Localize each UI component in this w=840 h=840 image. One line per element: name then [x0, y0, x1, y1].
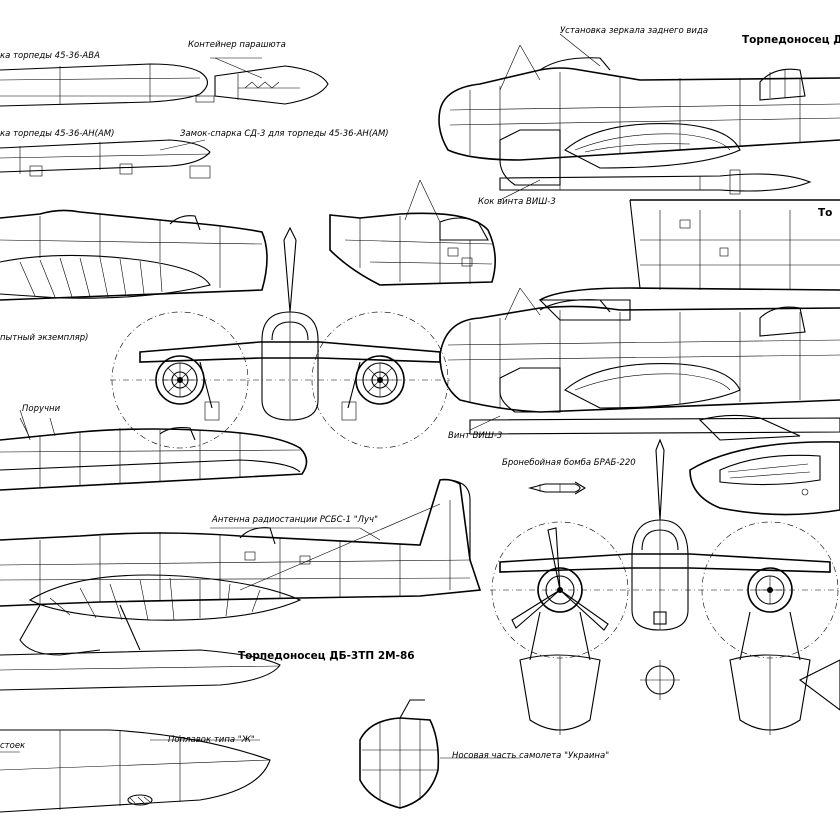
label-handrails: Поручни: [22, 404, 61, 414]
bomb-drawing: [527, 481, 587, 495]
title-mid-right: То: [818, 207, 833, 219]
side-view-second-left: [0, 209, 268, 301]
label-float: Поплавок типа "Ж": [168, 735, 255, 745]
nose-section-center: [329, 179, 496, 286]
side-view-second-right: [538, 199, 840, 321]
title-top-right: Торпедоносец ДБ-: [742, 34, 840, 46]
nose-ukraina-drawing: [359, 699, 440, 809]
label-struts: стоек: [0, 741, 26, 751]
label-nose: Носовая часть самолета "Украина": [452, 751, 610, 761]
label-antenna: Антенна радиостанции РСБС-1 "Луч": [212, 515, 378, 525]
leader-lines: [0, 33, 601, 759]
main-side-view: [0, 478, 482, 691]
torpedo-an-drawing: [0, 139, 211, 179]
label-bomb: Бронебойная бомба БРАБ-220: [502, 458, 636, 468]
side-view-handrails: [0, 417, 308, 491]
torpedo-ava-drawing: [0, 57, 329, 107]
label-mirror: Установка зеркала заднего вида: [560, 26, 709, 36]
label-torpedo-lock-ava: ка торпеды 45-36-АВА: [0, 51, 100, 61]
front-view-lower-right: [490, 438, 840, 735]
float-plan-view: [0, 729, 271, 813]
label-torpedo-lock-an: ка торпеды 45-36-АН(АМ): [0, 129, 115, 139]
label-parachute-container: Контейнер парашюта: [188, 40, 286, 50]
side-view-center-right: [439, 287, 840, 441]
label-prototype: пытный экземпляр): [0, 333, 89, 343]
nacelle-right: [689, 441, 840, 711]
label-prop-vish: Винт ВИШ-3: [448, 431, 503, 441]
label-prop-cap: Кок винта ВИШ-3: [478, 197, 556, 207]
title-main: Торпедоносец ДБ-3ТП 2М-86: [238, 650, 415, 662]
label-lock-sd3: Замок-спарка СД-3 для торпеды 45-36-АН(А…: [180, 129, 389, 139]
front-view-upper: [110, 226, 450, 449]
side-view-top-right: [438, 44, 840, 195]
